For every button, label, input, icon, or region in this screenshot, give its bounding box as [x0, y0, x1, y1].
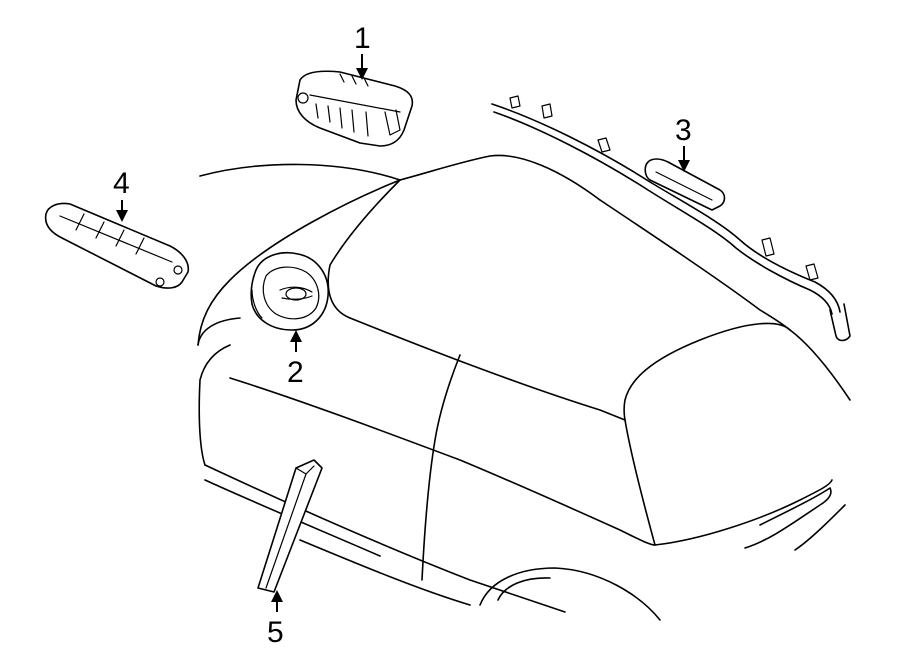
- part-1-airbag-module: [295, 70, 414, 147]
- part-5-side-airbag: [257, 459, 323, 593]
- part-4-knee-airbag: [44, 202, 190, 289]
- callout-label-2: 2: [287, 356, 304, 389]
- callout-3: 3: [675, 114, 692, 172]
- callout-label-5: 5: [267, 616, 284, 649]
- callout-label-3: 3: [675, 114, 692, 147]
- callout-2: 2: [287, 330, 304, 389]
- part-2-steering-airbag: [250, 252, 329, 331]
- callout-label-1: 1: [354, 22, 371, 55]
- callout-5: 5: [267, 590, 284, 649]
- part-3-curtain-airbag: [491, 95, 851, 342]
- callout-label-4: 4: [113, 167, 130, 200]
- callout-1: 1: [354, 22, 371, 80]
- callout-4: 4: [113, 167, 130, 222]
